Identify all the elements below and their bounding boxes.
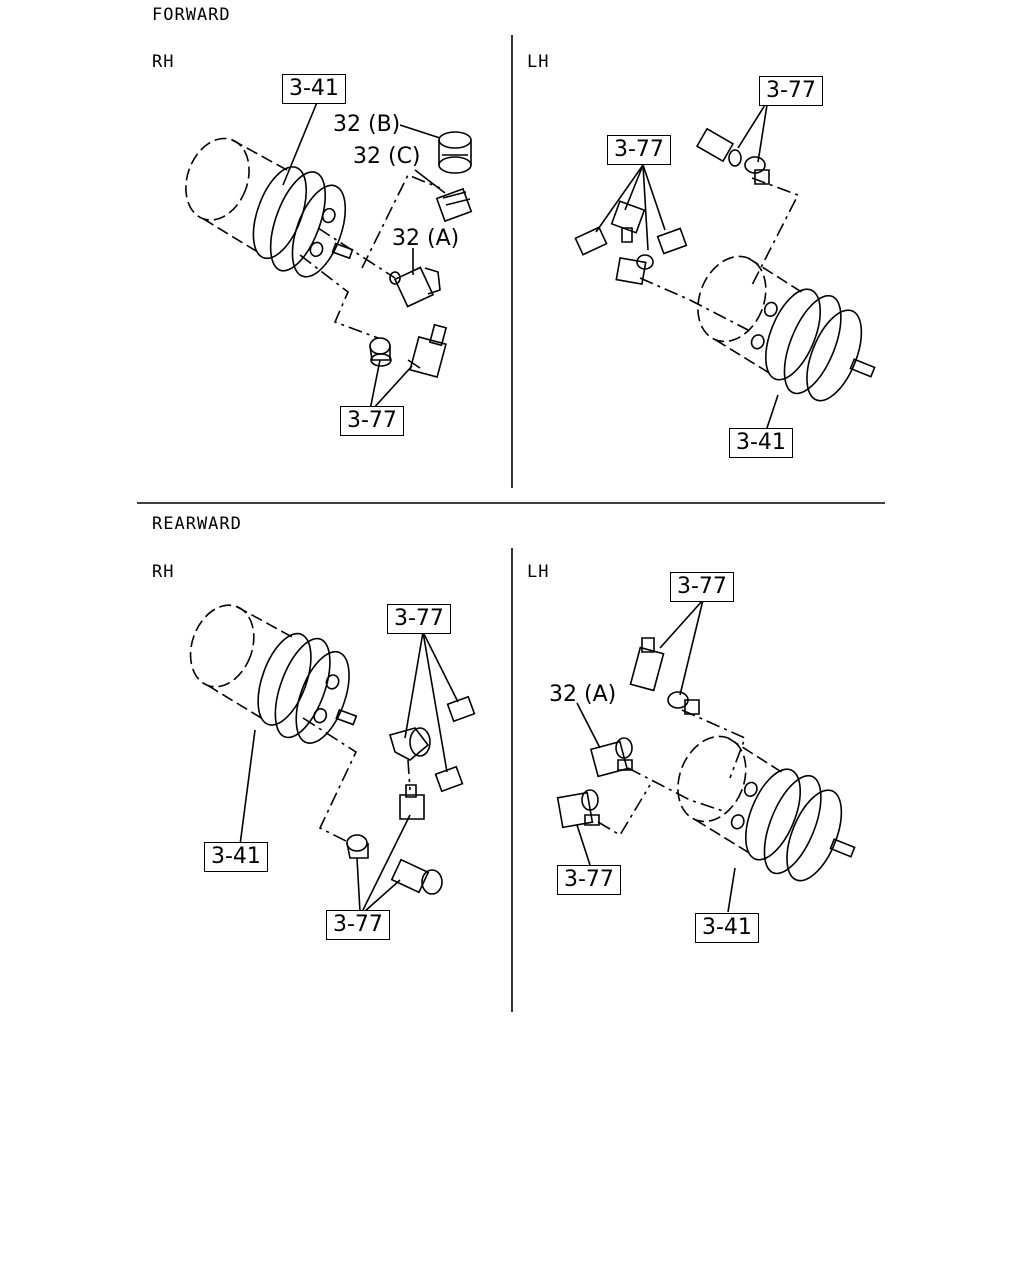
callout-rear-lh-fittings-left: 3-77 [557, 865, 621, 895]
rearward-rh-booster [172, 596, 377, 757]
section-title-rearward: REARWARD [152, 514, 242, 534]
forward-lh-booster [678, 246, 895, 417]
forward-rh-label: RH [152, 52, 175, 72]
callout-rear-rh-fittings-bottom: 3-77 [326, 910, 390, 940]
fitting-377-icon [630, 638, 699, 714]
callout-fwd-rh-fittings: 3-77 [340, 406, 404, 436]
fitting-377-icon [575, 201, 686, 284]
fitting-32b-icon [439, 132, 471, 173]
leader-fwd-rh-341 [283, 100, 318, 185]
fitting-32a-icon [390, 267, 440, 306]
callout-rear-lh-32a: 32 (A) [549, 682, 617, 707]
forward-lh-label: LH [527, 52, 550, 72]
leader-fwd-lh-341 [767, 395, 778, 428]
fitting-377-icon [697, 129, 769, 184]
fitting-32c-icon [437, 189, 472, 221]
section-title-forward: FORWARD [152, 5, 231, 25]
callout-rear-rh-booster: 3-41 [204, 842, 268, 872]
callout-fwd-rh-32b: 32 (B) [333, 112, 401, 137]
forward-rh-booster [167, 130, 373, 292]
callout-rear-lh-fittings-top: 3-77 [670, 572, 734, 602]
leader-rear-lh-341 [728, 868, 735, 912]
callout-rear-rh-fittings-top: 3-77 [387, 604, 451, 634]
fitting-377-icon [370, 325, 446, 377]
hose-path-fwd-rh [300, 255, 378, 338]
callout-fwd-lh-booster: 3-41 [729, 428, 793, 458]
callout-fwd-rh-booster: 3-41 [282, 74, 346, 104]
callout-fwd-lh-fittings-left: 3-77 [607, 135, 671, 165]
rearward-lh-label: LH [527, 562, 550, 582]
callout-fwd-rh-32a: 32 (A) [392, 226, 460, 251]
fitting-377-icon [390, 697, 474, 819]
leader-rear-rh-341 [240, 730, 255, 845]
callout-fwd-rh-32c: 32 (C) [353, 144, 421, 169]
callout-fwd-lh-fittings-top: 3-77 [759, 76, 823, 106]
callout-rear-lh-booster: 3-41 [695, 913, 759, 943]
fitting-377-icon [558, 790, 599, 827]
fitting-377-icon [347, 835, 442, 894]
rearward-lh-booster [658, 726, 875, 897]
fitting-32a-icon [591, 738, 632, 776]
rearward-rh-label: RH [152, 562, 175, 582]
